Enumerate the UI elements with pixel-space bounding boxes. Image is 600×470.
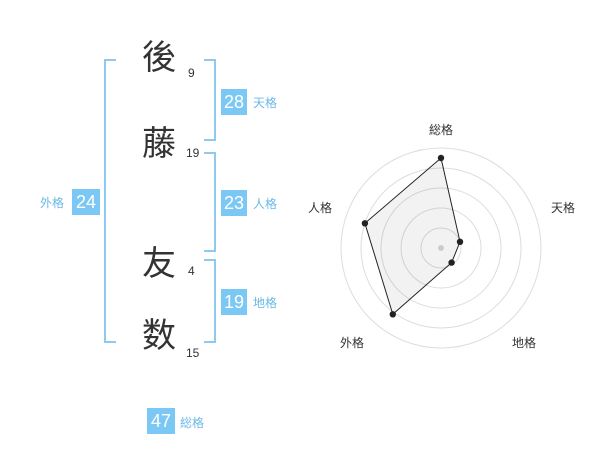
radar-axis-label-chikaku: 地格 bbox=[512, 335, 536, 350]
radar-points bbox=[361, 154, 464, 318]
radar-chart: 総格 天格 地格 外格 人格 bbox=[308, 122, 575, 350]
chikaku-value-badge: 19 bbox=[221, 289, 247, 315]
jinkaku-value-badge: 23 bbox=[221, 190, 247, 216]
name-char-1: 後 bbox=[142, 38, 176, 78]
stroke-count-4: 15 bbox=[186, 346, 200, 360]
radar-axis-label-tenkaku: 天格 bbox=[551, 200, 575, 215]
radar-point-4 bbox=[361, 220, 369, 227]
radar-point-3 bbox=[389, 311, 396, 318]
gaikaku-bracket bbox=[104, 59, 116, 343]
name-char-2: 藤 bbox=[142, 124, 176, 164]
radar-ring-2 bbox=[400, 207, 482, 289]
radar-ring-4 bbox=[360, 167, 522, 329]
radar-ring-1 bbox=[420, 227, 462, 269]
chikaku-label: 地格 bbox=[253, 296, 278, 310]
gaikaku-label: 外格 bbox=[40, 196, 65, 210]
radar-point-0 bbox=[437, 154, 445, 162]
stroke-count-2: 19 bbox=[186, 146, 200, 160]
gaikaku-value-badge: 24 bbox=[72, 189, 100, 215]
radar-ring-5 bbox=[340, 147, 542, 349]
radar-axis-label-gaikaku: 外格 bbox=[340, 335, 364, 350]
stroke-count-3: 4 bbox=[188, 264, 195, 278]
radar-point-1 bbox=[456, 238, 464, 245]
chikaku-bracket bbox=[204, 259, 216, 343]
radar-ring-3 bbox=[380, 187, 502, 309]
jinkaku-label: 人格 bbox=[253, 197, 278, 211]
radar-point-2 bbox=[448, 259, 455, 266]
radar-polygon bbox=[364, 157, 461, 316]
radar-axis-label-soukaku: 総格 bbox=[429, 122, 453, 137]
tenkaku-label: 天格 bbox=[253, 96, 278, 110]
soukaku-label: 総格 bbox=[180, 416, 205, 430]
soukaku-value-badge: 47 bbox=[147, 408, 175, 434]
jinkaku-bracket bbox=[204, 152, 216, 252]
name-char-4: 数 bbox=[142, 316, 176, 356]
stroke-count-1: 9 bbox=[188, 66, 195, 80]
radar-center-dot bbox=[438, 245, 444, 251]
tenkaku-value-badge: 28 bbox=[221, 89, 247, 115]
radar-axis-label-jinkaku: 人格 bbox=[308, 200, 332, 215]
name-char-3: 友 bbox=[142, 244, 176, 284]
tenkaku-bracket bbox=[204, 59, 216, 141]
radar-rings bbox=[340, 147, 542, 349]
